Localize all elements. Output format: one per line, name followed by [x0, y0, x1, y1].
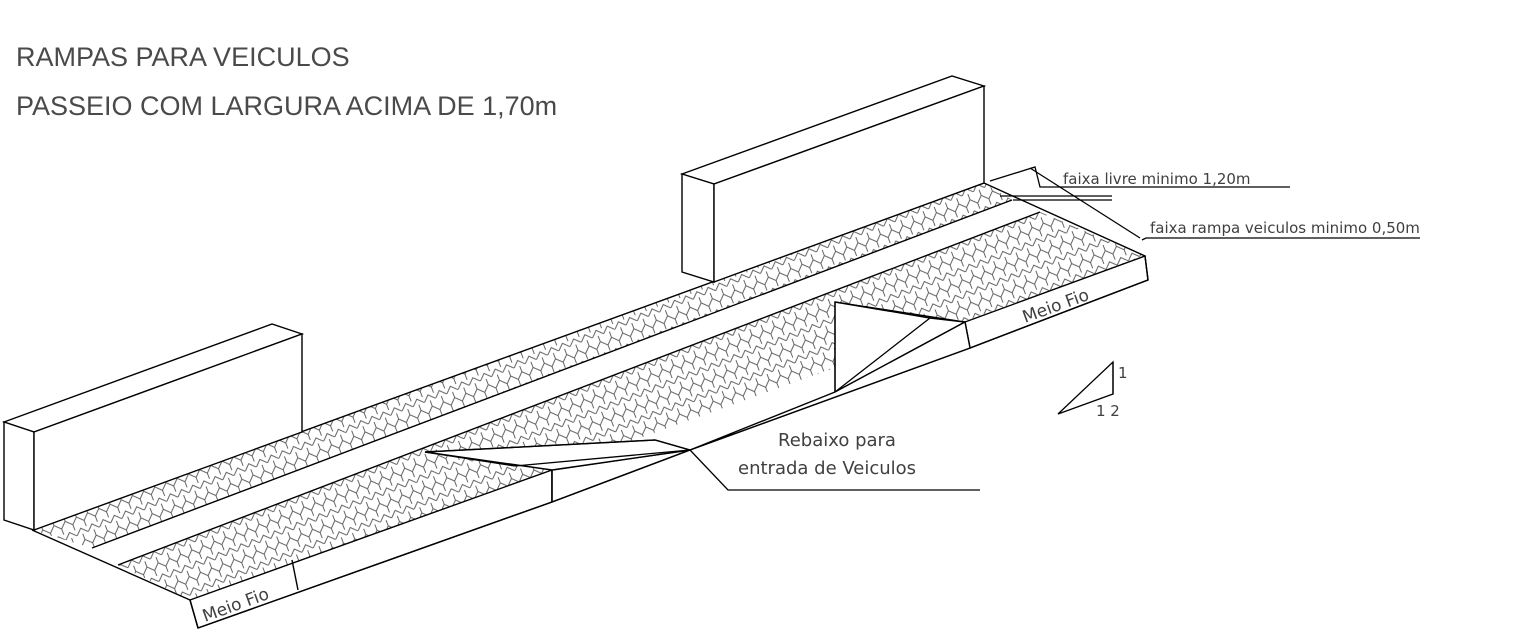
label-faixa-rampa: faixa rampa veiculos minimo 0,50m: [1150, 219, 1420, 237]
label-slope-rise: 1: [1118, 364, 1128, 382]
label-faixa-livre: faixa livre minimo 1,20m: [1063, 170, 1251, 188]
free-lane: [92, 200, 1040, 565]
back-paving-strip: [32, 183, 1012, 548]
page-subtitle: PASSEIO COM LARGURA ACIMA DE 1,70m: [16, 91, 558, 121]
wall-right: [679, 75, 987, 284]
label-rebaixo-line1: Rebaixo para: [778, 430, 896, 451]
label-rebaixo-line2: entrada de Veiculos: [738, 458, 916, 479]
front-paving-strip: [118, 212, 1145, 600]
leader-lines: [689, 166, 1420, 491]
wall-left: [1, 323, 305, 532]
slope-indicator: [1057, 360, 1114, 415]
page-title: RAMPAS PARA VEICULOS: [16, 42, 350, 72]
label-slope-run: 1 2: [1096, 402, 1120, 420]
